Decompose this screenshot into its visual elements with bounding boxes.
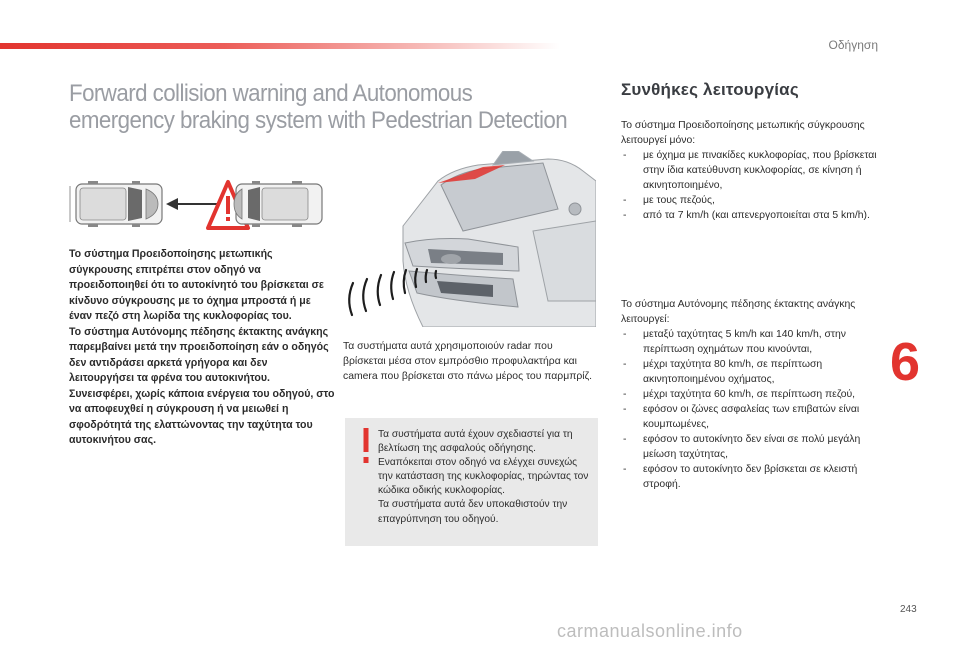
aeb-list: μεταξύ ταχύτητας 5 km/h και 140 km/h, στ… bbox=[621, 327, 883, 492]
warning-text: Τα συστήματα αυτά έχουν σχεδιαστεί για τ… bbox=[378, 428, 592, 527]
list-item: εφόσον το αυτοκίνητο δεν βρίσκεται σε κλ… bbox=[621, 462, 883, 492]
page-title: Forward collision warning and Autonomous… bbox=[69, 80, 568, 134]
warning-paragraph: Εναπόκειται στον οδηγό να ελέγχει συνεχώ… bbox=[378, 457, 589, 497]
warning-box: Τα συστήματα αυτά έχουν σχεδιαστεί για τ… bbox=[345, 418, 598, 546]
section-label: Οδήγηση bbox=[828, 38, 878, 52]
collision-warning-illustration bbox=[69, 180, 323, 230]
list-item: μέχρι ταχύτητα 80 km/h, σε περίπτωση ακι… bbox=[621, 357, 883, 387]
list-item: μεταξύ ταχύτητας 5 km/h και 140 km/h, στ… bbox=[621, 327, 883, 357]
list-item: από τα 7 km/h (και απενεργοποιείται στα … bbox=[621, 208, 883, 223]
intro-paragraph: Συνεισφέρει, χωρίς κάποια ενέργεια του ο… bbox=[69, 387, 335, 447]
list-item: εφόσον το αυτοκίνητο δεν είναι σε πολύ μ… bbox=[621, 432, 883, 462]
intro-paragraph: Το σύστημα Προειδοποίησης μετωπικής σύγκ… bbox=[69, 248, 324, 322]
vehicle-radar-illustration bbox=[343, 151, 596, 327]
page-number: 243 bbox=[900, 604, 917, 615]
exclamation-icon bbox=[363, 428, 369, 463]
list-item: μέχρι ταχύτητα 60 km/h, σε περίπτωση πεζ… bbox=[621, 387, 883, 402]
header-accent-bar bbox=[0, 43, 560, 49]
aeb-conditions: Το σύστημα Αυτόνομης πέδησης έκτακτης αν… bbox=[621, 297, 883, 492]
warning-paragraph: Τα συστήματα αυτά δεν υποκαθιστούν την ε… bbox=[378, 499, 568, 525]
list-item: εφόσον οι ζώνες ασφαλείας των επιβατών ε… bbox=[621, 402, 883, 432]
aeb-intro: Το σύστημα Αυτόνομης πέδησης έκτακτης αν… bbox=[621, 299, 856, 325]
front-car-icon bbox=[233, 181, 323, 227]
fcw-list: με όχημα με πινακίδες κυκλοφορίας, που β… bbox=[621, 148, 883, 223]
radar-description: Τα συστήματα αυτά χρησιμοποιούν radar πο… bbox=[343, 341, 593, 382]
radar-wave-icon bbox=[348, 267, 438, 317]
warning-paragraph: Τα συστήματα αυτά έχουν σχεδιαστεί για τ… bbox=[378, 429, 573, 455]
list-item: με όχημα με πινακίδες κυκλοφορίας, που β… bbox=[621, 148, 883, 193]
list-item: με τους πεζούς, bbox=[621, 193, 883, 208]
rear-car-icon bbox=[69, 181, 163, 227]
intro-paragraph: Το σύστημα Αυτόνομης πέδησης έκτακτης αν… bbox=[69, 325, 329, 385]
fcw-conditions: Το σύστημα Προειδοποίησης μετωπικής σύγκ… bbox=[621, 118, 883, 223]
intro-text: Το σύστημα Προειδοποίησης μετωπικής σύγκ… bbox=[69, 247, 335, 449]
fcw-intro: Το σύστημα Προειδοποίησης μετωπικής σύγκ… bbox=[621, 120, 865, 146]
watermark: carmanualsonline.info bbox=[557, 621, 743, 641]
chapter-number: 6 bbox=[890, 332, 921, 392]
conditions-heading: Συνθήκες λειτουργίας bbox=[621, 80, 799, 99]
